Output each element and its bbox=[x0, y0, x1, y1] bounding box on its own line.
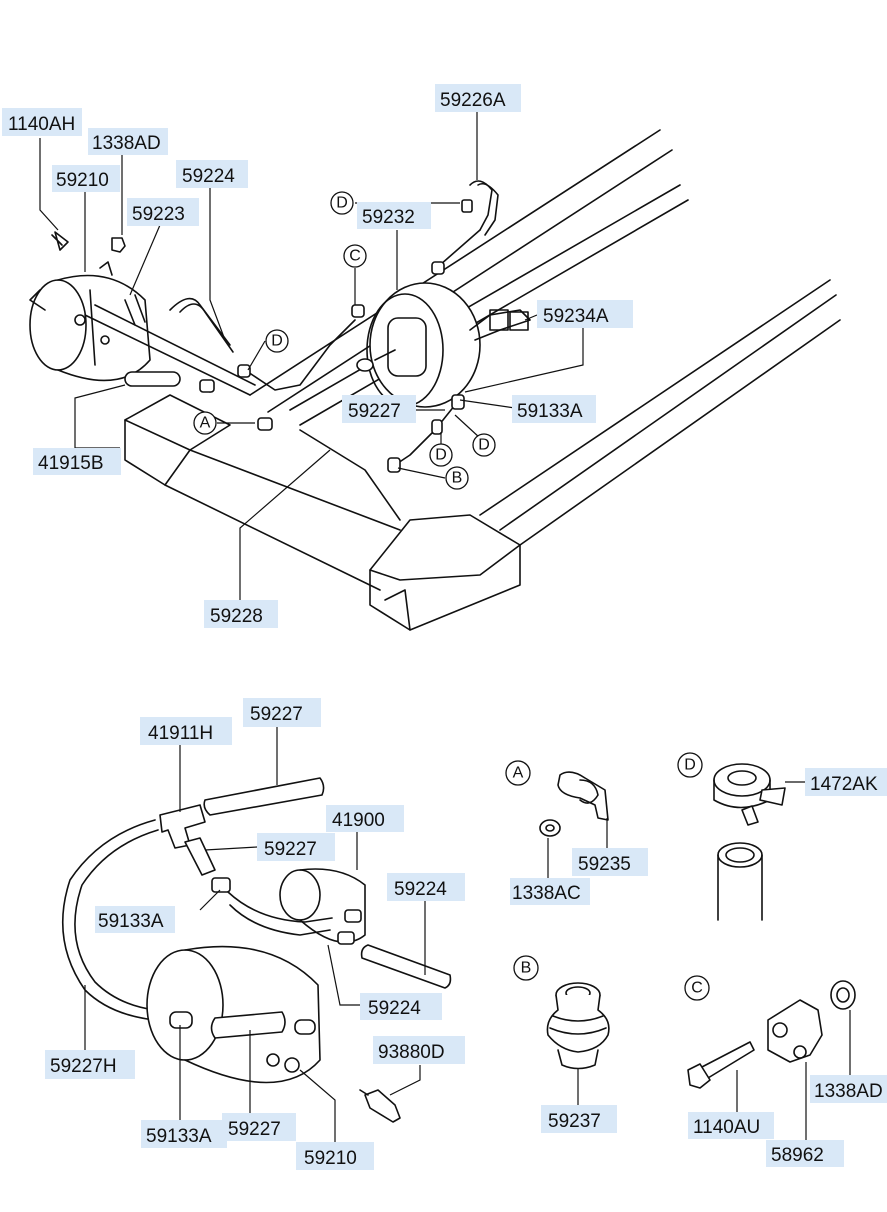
label-1338AC: 1338AC bbox=[512, 883, 581, 904]
label-41911H: 41911H bbox=[148, 723, 213, 744]
label-59210-top: 59210 bbox=[56, 170, 109, 191]
detail-d-clamp bbox=[713, 763, 805, 921]
label-93880D: 93880D bbox=[378, 1042, 445, 1063]
label-1472AK: 1472AK bbox=[810, 774, 878, 795]
label-59235: 59235 bbox=[578, 854, 631, 875]
label-59237: 59237 bbox=[548, 1111, 601, 1132]
label-59234A: 59234A bbox=[543, 306, 609, 327]
label-59133A-mid: 59133A bbox=[98, 911, 164, 932]
callout-d-4: D bbox=[478, 437, 490, 454]
callout-d-2: D bbox=[271, 333, 283, 350]
hose-lines-upper bbox=[51, 180, 499, 473]
label-59228: 59228 bbox=[210, 606, 263, 627]
label-59224-mid: 59224 bbox=[394, 879, 447, 900]
booster-chamber bbox=[356, 282, 531, 408]
callout-c-detail: C bbox=[691, 980, 703, 997]
callout-d-1: D bbox=[336, 195, 348, 212]
label-59224-low: 59224 bbox=[368, 998, 421, 1019]
label-59133A-low: 59133A bbox=[146, 1126, 212, 1147]
part-number-labels: 1140AH 1338AD 59210 59224 59223 59226A 5… bbox=[2, 84, 887, 1170]
label-59133A-top: 59133A bbox=[517, 401, 583, 422]
lower-detail-hoses bbox=[61, 777, 452, 1123]
label-41915B: 41915B bbox=[38, 453, 104, 474]
callout-b-1: B bbox=[452, 470, 463, 487]
label-59224-top: 59224 bbox=[182, 166, 235, 187]
callout-a-detail: A bbox=[513, 765, 524, 782]
label-1338AD-top: 1338AD bbox=[92, 133, 161, 154]
label-59223: 59223 bbox=[132, 204, 185, 225]
label-59227-a: 59227 bbox=[250, 704, 303, 725]
callout-markers: D C D A D D B A D B C bbox=[193, 191, 710, 1001]
callout-d-3: D bbox=[435, 447, 447, 464]
callout-d-detail: D bbox=[684, 757, 696, 774]
label-59227-top: 59227 bbox=[348, 401, 401, 422]
label-1338AD-low: 1338AD bbox=[814, 1081, 883, 1102]
label-59227-b: 59227 bbox=[264, 839, 317, 860]
detail-a-clip bbox=[539, 771, 609, 880]
vehicle-frame bbox=[124, 129, 841, 631]
label-59232: 59232 bbox=[362, 207, 415, 228]
label-1140AU: 1140AU bbox=[693, 1117, 760, 1138]
detail-c-bracket bbox=[687, 980, 856, 1140]
label-59227-c: 59227 bbox=[228, 1119, 281, 1140]
leader-lines-lower bbox=[84, 727, 426, 1142]
callout-b-detail: B bbox=[521, 960, 532, 977]
canister-upper bbox=[29, 261, 151, 382]
detail-b-grommet bbox=[546, 982, 610, 1105]
label-41900: 41900 bbox=[332, 810, 385, 831]
label-59210-low: 59210 bbox=[304, 1148, 357, 1169]
label-59226A: 59226A bbox=[440, 90, 506, 111]
label-1140AH: 1140AH bbox=[8, 114, 75, 135]
callout-c-1: C bbox=[349, 248, 361, 265]
label-59227H: 59227H bbox=[50, 1056, 117, 1077]
label-58962: 58962 bbox=[771, 1145, 824, 1166]
callout-a-1: A bbox=[200, 415, 211, 432]
